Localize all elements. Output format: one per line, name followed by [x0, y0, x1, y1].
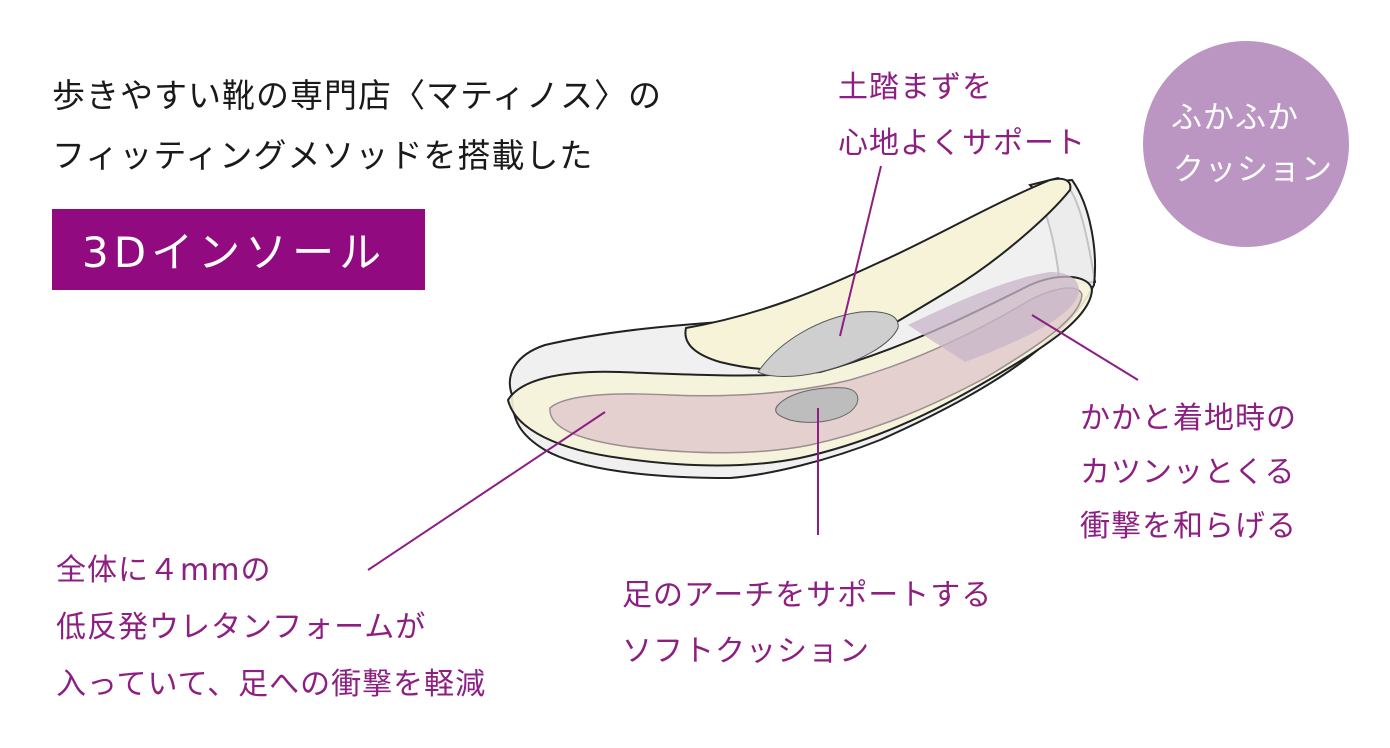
callout-arch-line-2: ソフトクッション	[622, 634, 870, 669]
callout-urethane-line-1: 全体に４mmの	[56, 553, 272, 588]
cushion-circle-badge: ふかふか クッション	[1143, 41, 1349, 247]
callout-urethane: 全体に４mmの 低反発ウレタンフォームが 入っていて、足への衝撃を軽減	[56, 542, 486, 713]
product-badge: 3Dインソール	[52, 209, 425, 290]
callout-heel-line-2: カツンッとくる	[1080, 455, 1296, 490]
callout-urethane-line-2: 低反発ウレタンフォームが	[56, 610, 427, 645]
leader-urethane	[367, 411, 606, 571]
heading-line-2: フィッティングメソッドを搭載した	[52, 136, 594, 175]
callout-arch-top-line-1: 土踏まずを	[838, 70, 993, 105]
arch-pad-top	[757, 311, 899, 377]
callout-heel-line-3: 衝撃を和らげる	[1080, 509, 1297, 544]
arch-cushion	[775, 387, 859, 423]
badge-label: 3Dインソール	[82, 228, 387, 277]
callout-urethane-line-3: 入っていて、足への衝撃を軽減	[56, 667, 487, 702]
callout-arch: 足のアーチをサポートする ソフトクッション	[622, 568, 992, 680]
foam-layer	[549, 287, 1083, 454]
leader-arch-top	[839, 165, 882, 337]
callout-arch-top-line-2: 心地よくサポート	[838, 126, 1086, 161]
callout-arch-top: 土踏まずを 心地よくサポート	[838, 60, 1086, 172]
circle-line-1: ふかふか	[1171, 100, 1299, 136]
circle-line-2: クッション	[1173, 152, 1333, 188]
leader-heel	[1031, 314, 1139, 381]
heel-pad	[908, 272, 1079, 362]
page-heading: 歩きやすい靴の専門店〈マティノス〉の フィッティングメソッドを搭載した	[52, 66, 662, 186]
callout-arch-line-1: 足のアーチをサポートする	[622, 578, 993, 613]
callout-heel: かかと着地時の カツンッとくる 衝撃を和らげる	[1080, 392, 1297, 554]
callout-heel-line-1: かかと着地時の	[1080, 401, 1297, 436]
heading-line-1: 歩きやすい靴の専門店〈マティノス〉の	[52, 76, 663, 115]
